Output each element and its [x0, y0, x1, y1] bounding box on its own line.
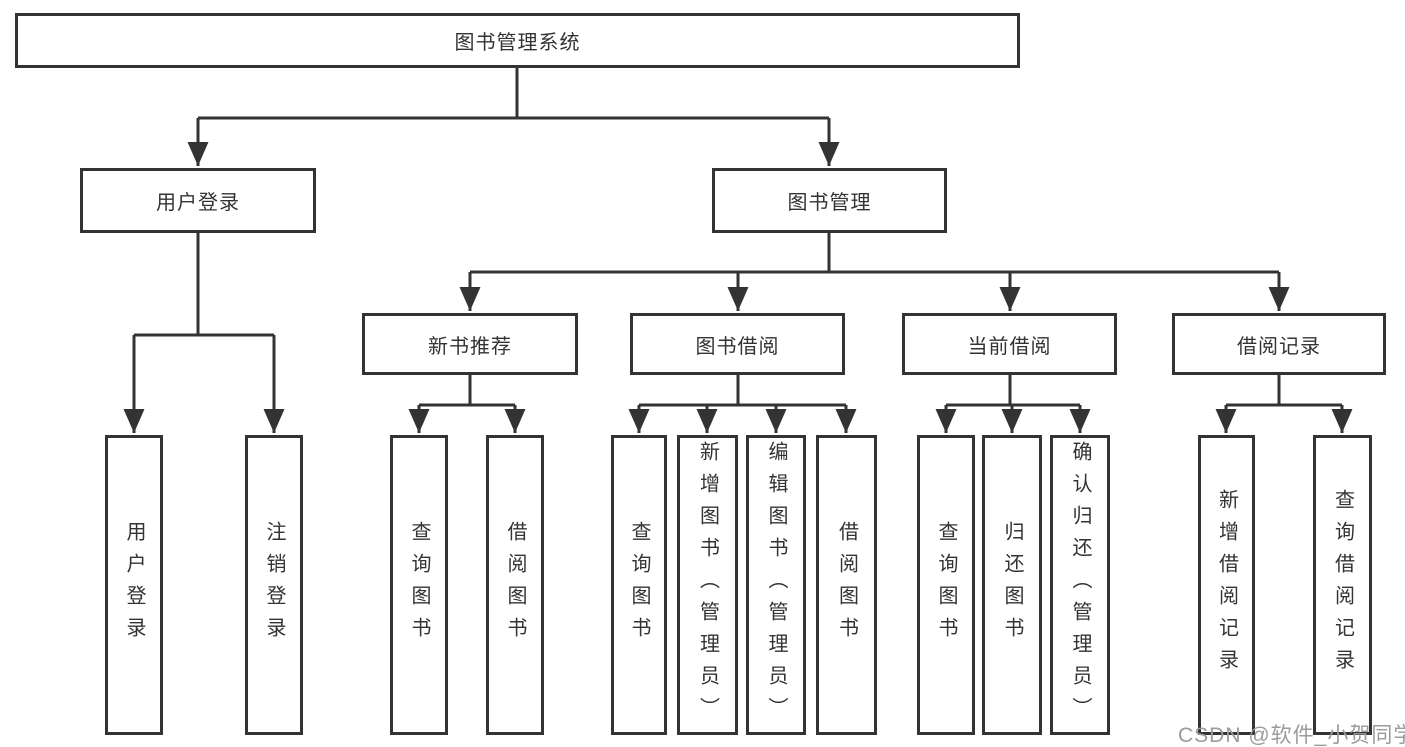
leaf-add-borrow-record: 新增借阅记录 — [1198, 435, 1255, 735]
node-borrowing-records: 借阅记录 — [1172, 313, 1386, 375]
connector-group — [123, 68, 1353, 433]
leaf-confirm-return-admin-label: 确认归还（管理员） — [1069, 441, 1091, 729]
leaf-return-books-label: 归还图书 — [1001, 521, 1023, 649]
leaf-return-books: 归还图书 — [982, 435, 1042, 735]
leaf-edit-books-admin-label: 编辑图书（管理员） — [765, 441, 787, 729]
node-root: 图书管理系统 — [15, 13, 1020, 68]
leaf-query-books-current-label: 查询图书 — [935, 521, 957, 649]
node-user-login: 用户登录 — [80, 168, 316, 233]
node-current-borrowing-label: 当前借阅 — [967, 335, 1052, 358]
node-new-book-recommend-label: 新书推荐 — [428, 335, 512, 358]
node-borrowing-records-label: 借阅记录 — [1237, 335, 1321, 358]
leaf-query-borrow-record-label: 查询借阅记录 — [1331, 489, 1354, 681]
node-book-borrowing: 图书借阅 — [630, 313, 845, 375]
watermark-text: CSDN @软件_小贺同学 — [1178, 724, 1405, 747]
leaf-borrow-books-borrowing-label: 借阅图书 — [835, 521, 858, 649]
leaf-edit-books-admin: 编辑图书（管理员） — [746, 435, 806, 735]
leaf-user-login: 用户登录 — [105, 435, 163, 735]
node-root-label: 图书管理系统 — [454, 32, 581, 54]
leaf-query-books-borrowing: 查询图书 — [611, 435, 667, 735]
leaf-borrow-books-recommend: 借阅图书 — [486, 435, 544, 735]
leaf-borrow-books-borrowing: 借阅图书 — [816, 435, 877, 735]
leaf-add-borrow-record-label: 新增借阅记录 — [1215, 489, 1238, 681]
leaf-logout: 注销登录 — [245, 435, 303, 735]
leaf-add-books-admin: 新增图书（管理员） — [677, 435, 738, 735]
leaf-logout-label: 注销登录 — [263, 521, 285, 649]
leaf-user-login-label: 用户登录 — [123, 521, 145, 649]
node-current-borrowing: 当前借阅 — [902, 313, 1117, 375]
node-user-login-label: 用户登录 — [156, 192, 240, 214]
leaf-query-books-recommend-label: 查询图书 — [408, 521, 430, 649]
node-book-management-label: 图书管理 — [787, 192, 872, 214]
leaf-query-books-borrowing-label: 查询图书 — [628, 521, 650, 649]
leaf-query-borrow-record: 查询借阅记录 — [1313, 435, 1372, 735]
leaf-confirm-return-admin: 确认归还（管理员） — [1050, 435, 1110, 735]
leaf-add-books-admin-label: 新增图书（管理员） — [696, 441, 719, 729]
leaf-borrow-books-recommend-label: 借阅图书 — [504, 521, 526, 649]
node-new-book-recommend: 新书推荐 — [362, 313, 578, 375]
node-book-management: 图书管理 — [712, 168, 947, 233]
leaf-query-books-current: 查询图书 — [917, 435, 975, 735]
leaf-query-books-recommend: 查询图书 — [390, 435, 448, 735]
node-book-borrowing-label: 图书借阅 — [695, 335, 780, 358]
